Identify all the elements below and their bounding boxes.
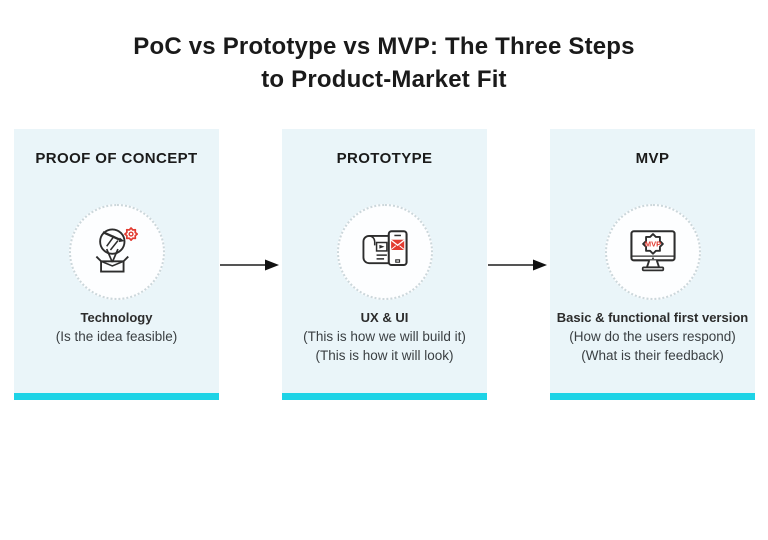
card-subline: (How do the users respond): [569, 329, 736, 344]
card-subline: (This is how it will look): [315, 348, 454, 363]
blueprint-smartphone-icon: [355, 220, 415, 285]
steps-row: PROOF OF CONCEPT: [0, 129, 768, 400]
page-title-line1: PoC vs Prototype vs MVP: The Three Steps: [133, 33, 635, 60]
card-accent-bar: [14, 393, 219, 400]
card-label: Technology: [80, 310, 153, 325]
idea-lightbulb-box-gear-icon: [87, 220, 147, 285]
card-label: UX & UI: [360, 310, 409, 325]
card-subline: (What is their feedback): [581, 348, 724, 363]
arrow-right-icon: [219, 258, 282, 277]
icon-circle: [336, 204, 433, 300]
card-accent-bar: [282, 393, 487, 400]
monitor-gear-icon: MVP: [623, 220, 683, 285]
card-heading: PROTOTYPE: [336, 150, 433, 167]
card-label: Basic & functional first version: [556, 310, 749, 325]
card-prototype: PROTOTYPE: [282, 129, 487, 400]
card-heading: PROOF OF CONCEPT: [35, 150, 198, 167]
card-proof-of-concept: PROOF OF CONCEPT: [14, 129, 219, 400]
infographic-page: PoC vs Prototype vs MVP: The Three Steps…: [0, 30, 768, 540]
mvp-badge-text: MVP: [644, 239, 660, 248]
page-title-line2: to Product-Market Fit: [261, 66, 507, 93]
card-subline: (Is the idea feasible): [55, 329, 178, 344]
page-title: PoC vs Prototype vs MVP: The Three Steps…: [0, 30, 768, 96]
icon-circle: MVP: [604, 204, 701, 300]
card-subline: (This is how we will build it): [303, 329, 466, 344]
card-heading: MVP: [635, 150, 670, 167]
icon-circle: [68, 204, 165, 300]
card-accent-bar: [550, 393, 755, 400]
arrow-right-icon: [487, 258, 550, 277]
card-mvp: MVP MVP Basic & functional first version…: [550, 129, 755, 400]
